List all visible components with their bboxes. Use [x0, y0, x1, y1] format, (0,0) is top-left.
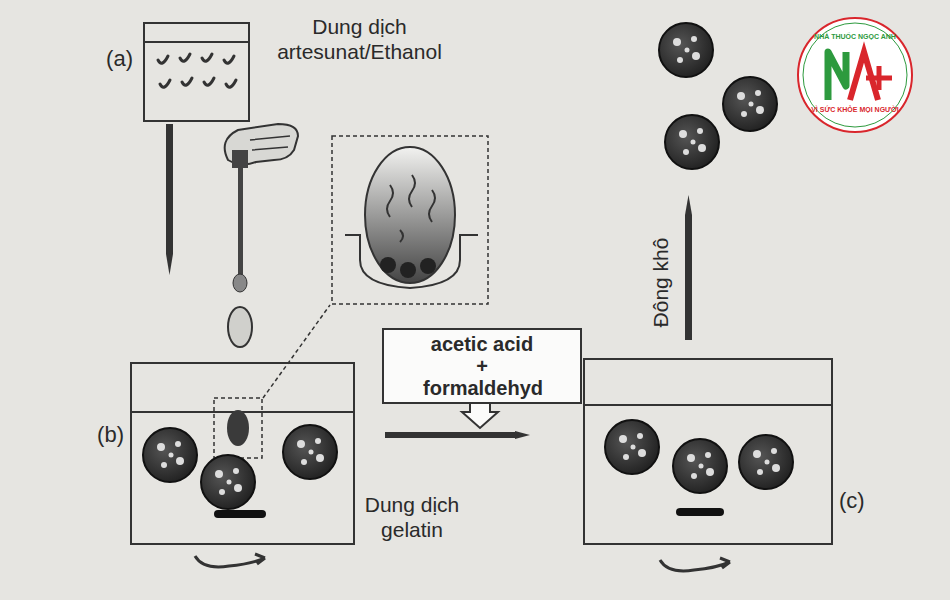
- panel-letter: (c): [839, 488, 865, 514]
- watermark-text: VÌ SỨC KHỎE MỌI NGƯỜI: [805, 106, 905, 114]
- reagent-text: acetic acid + formaldehyd: [423, 333, 541, 399]
- panel-letter: (a): [106, 46, 133, 72]
- reagent-box: acetic acid + formaldehyd: [382, 328, 582, 404]
- panel-letter: (b): [97, 422, 124, 448]
- step-label: Đông khô: [648, 223, 673, 343]
- beaker-c: (c): [583, 358, 833, 545]
- beaker-a: (a): [143, 22, 250, 122]
- beaker-b: (b): [130, 362, 355, 545]
- solution-label: Dung dịch artesunat/Ethanol: [262, 14, 457, 64]
- watermark-text: NHÀ THUỐC NGỌC ANH: [805, 33, 905, 41]
- solution-label: Dung dịch gelatin: [348, 492, 476, 542]
